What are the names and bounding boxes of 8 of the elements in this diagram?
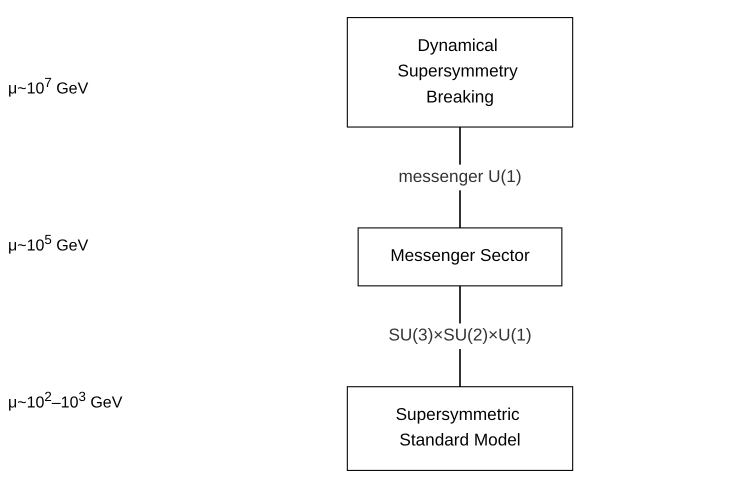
edge-label: SU(3)×SU(2)×U(1) — [388, 326, 532, 344]
node-box: Messenger Sector — [358, 226, 562, 286]
edge-label: messenger U(1) — [398, 167, 522, 186]
node-box: Dynamical Supersymmetry Breaking — [346, 16, 574, 128]
energy-scale-label: μ~10$^{7}$ GeV — [8, 74, 88, 98]
node-box: Supersymmetric Standard Model — [346, 386, 574, 470]
energy-scale-label: μ~10$^{5}$ GeV — [8, 232, 88, 256]
energy-scale-label: μ~10$^{2}$–10$^{3}$ GeV — [8, 388, 122, 412]
